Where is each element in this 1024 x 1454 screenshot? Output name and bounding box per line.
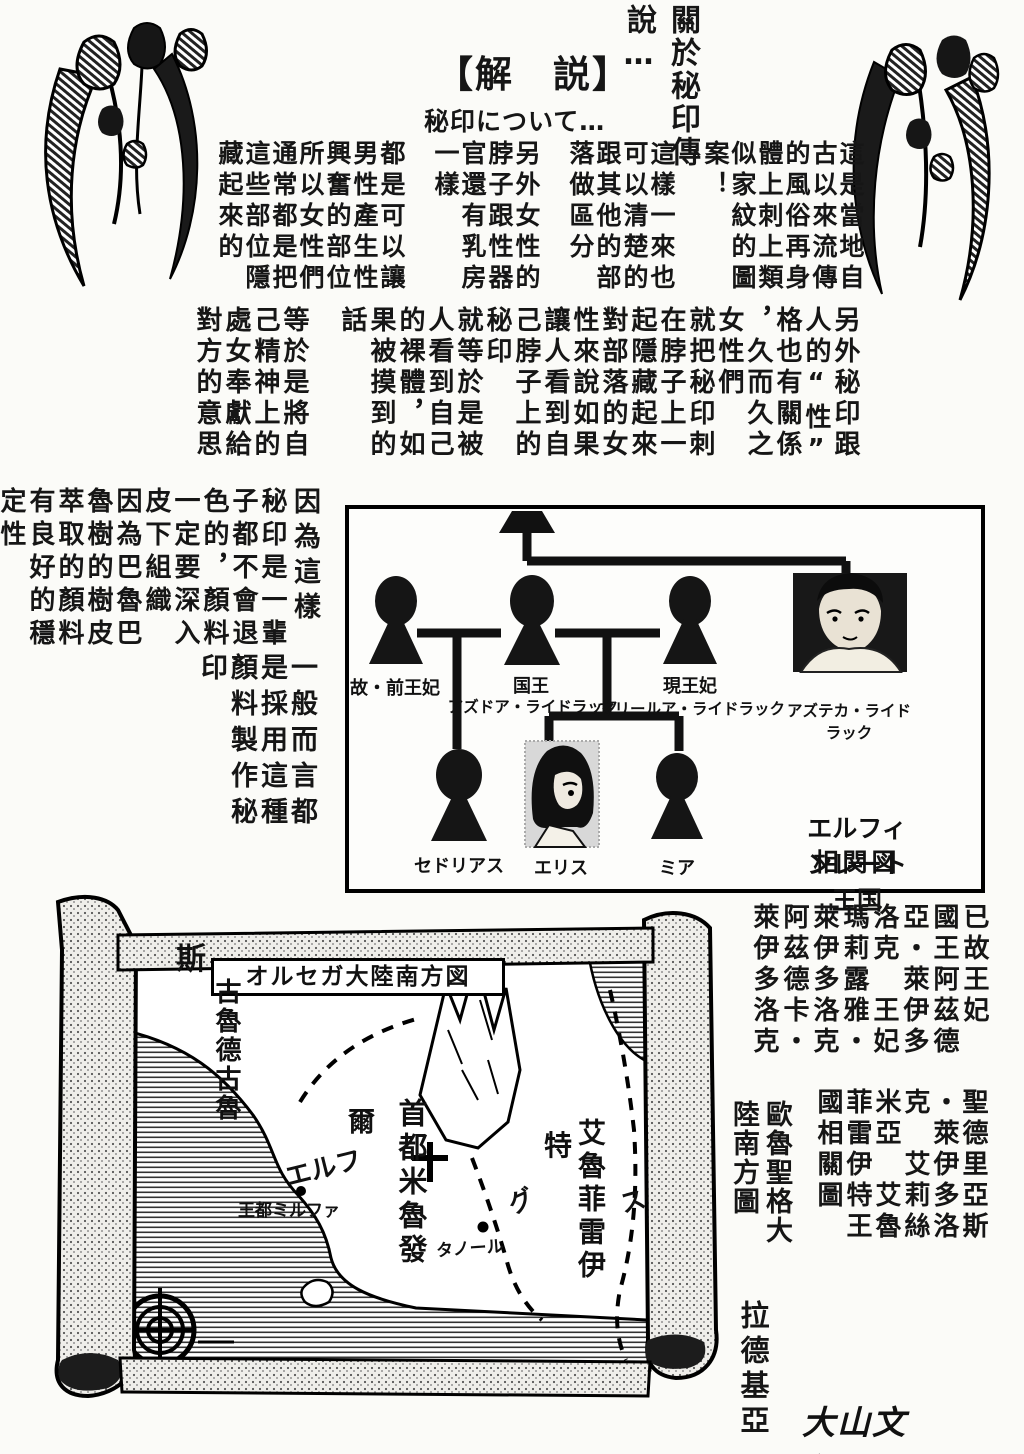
label-tanoru: タノール [435, 1236, 505, 1262]
side-title-vertical: 關於秘印傳 說… [621, 4, 700, 169]
azteca-portrait [793, 573, 907, 673]
scroll-bottom-edge [118, 1356, 652, 1398]
continent-map: オルセガ大陸南方図 古魯德古魯 斯 首都米魯發 爾 エルフ 王都ミルファ タノー… [48, 890, 724, 1402]
queen-title-label: 現王妃 [663, 676, 717, 697]
paragraph-pigment-intro: 因為這樣 [289, 487, 320, 627]
publisher-page-number: 大山文化-160 [802, 1403, 926, 1454]
page-subtitle: 秘印について… [424, 107, 606, 136]
paragraph-pigment: 秘印是一輩 子都不會退 色的，顏料 一定要深入 皮下組織 因為巴魯巴 魯樹的樹皮… [0, 487, 287, 652]
label-erufireito: 艾魯菲雷伊 [574, 1118, 607, 1283]
king-silhouette-icon [504, 575, 560, 665]
names-children: 聖德里亞斯 ・萊伊多洛 克 艾莉絲 米亞 艾魯 菲雷伊特王 國相關圖 [813, 1088, 988, 1243]
mia-label: ミア [659, 858, 695, 879]
mia-silhouette-icon [651, 753, 703, 839]
scroll-right-roll [641, 911, 719, 1381]
former-queen-label: 故・前王妃 [350, 678, 440, 699]
family-tree-lines [369, 511, 907, 848]
map-banner-title: オルセガ大陸南方図 [211, 958, 505, 996]
paragraph-secret-seal: 另外秘印跟 人的“性” 格也有關係 ，久而久之 女性們 就把秘印刺 在脖子上一 … [192, 306, 860, 469]
cedrias-silhouette-icon [431, 749, 487, 841]
current-queen-silhouette-icon [663, 576, 717, 664]
family-tree-diagram: 故・前王妃 国王 アズドア・ライドラック 現王妃 マリールア・ライドラック アズ… [345, 505, 985, 915]
tree-caption-kingdom: エルフィンレート王国 [806, 814, 907, 915]
king-title-label: 国王 [513, 676, 549, 697]
ancestor-figure-icon [499, 511, 555, 533]
mountains-icon [418, 956, 522, 1150]
names-royal-family: 已故王妃 國王阿茲德 亞・萊伊多 洛克 王妃 瑪莉露雅・ 萊伊多洛克 阿茲德卡・… [749, 903, 989, 1058]
map-title-chinese: 歐魯聖格大 陸南方圖 [728, 1100, 792, 1245]
label-gurudoguru: 古魯德古魯 [211, 978, 241, 1123]
cedrias-label: セドリアス [414, 856, 504, 877]
former-queen-silhouette-icon [369, 576, 423, 664]
flower-decoration-right-icon [852, 35, 1000, 301]
label-capital-mirufaeru: 首都米魯發 [394, 1098, 428, 1268]
page-title: 【解 説】 [436, 53, 631, 96]
label-erufireito-te: 特 [544, 1129, 573, 1162]
tanoru-city-dot-icon [477, 1221, 489, 1233]
paragraph-customs: 這是當地自 古以來流傳 的風俗再身 體上刺上類 似家紋的圖 案！ 這樣一來也 可… [215, 140, 865, 295]
eris-portrait [524, 740, 600, 848]
scroll-left-roll [54, 894, 139, 1399]
mirufa-city-dot-icon [296, 1186, 306, 1196]
paragraph-pigment-usage: 一般而言都 是採用這種 顏料製作秘 印 [196, 653, 317, 833]
tree-caption-chart: 相関図 [813, 848, 901, 877]
label-capital-er: 爾 [348, 1107, 375, 1138]
label-gurudoguru-su: 斯 [176, 942, 206, 977]
label-royal-capital-mirufa: 王都ミルファ [238, 1201, 340, 1221]
king-name-label: アズドア・ライドラック [447, 698, 619, 716]
azteca-name-label: アズテカ・ライドラック [786, 702, 911, 742]
map-sea-region [121, 1028, 650, 1370]
eris-label: エリス [534, 858, 588, 879]
queen-name-label: マリールア・ライドラック [598, 700, 786, 718]
capital-cross-icon [412, 1142, 448, 1182]
label-radekia: 拉德基亞 [736, 1300, 770, 1440]
flower-decoration-left-icon [44, 22, 208, 287]
